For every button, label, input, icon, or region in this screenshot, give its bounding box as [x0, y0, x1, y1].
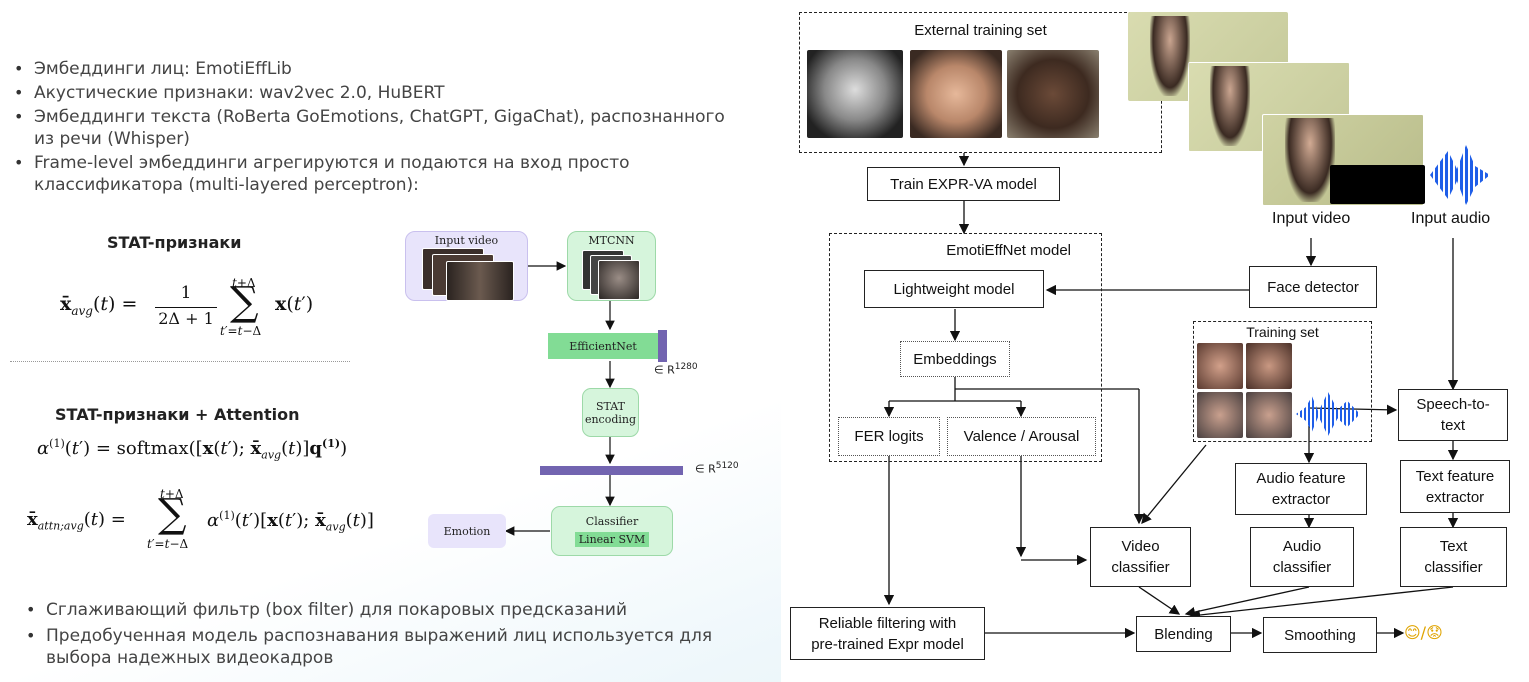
face-crop-thumb	[598, 260, 640, 300]
input-audio-label: Input audio	[1411, 210, 1491, 227]
bullet-box-filter: Сглаживающий фильтр (box filter) для пок…	[16, 599, 736, 621]
video-classifier-box: Video classifier	[1090, 527, 1191, 587]
train-model-box: Train EXPR-VA model	[867, 167, 1060, 201]
formula-stat-avg: x̄avg(t) = 1 2Δ + 1 t+Δ ∑ t′=t−Δ x(t′)	[60, 276, 314, 338]
reliable-filtering-line2: pre-trained Expr model	[811, 635, 964, 653]
dim-1280: ∈ R1280	[654, 362, 698, 377]
audio-feature-line2: extractor	[1271, 491, 1331, 508]
training-set-face	[1246, 343, 1292, 389]
emotion-emoji-output: 😊/😟	[1404, 623, 1443, 642]
divider	[10, 361, 350, 362]
video-frame-thumb	[446, 261, 514, 301]
input-video-label: Input video	[434, 234, 499, 247]
blending-box: Blending	[1136, 616, 1231, 652]
efficientnet-block: EfficientNet	[548, 333, 658, 359]
fer-logits-box: FER logits	[838, 417, 940, 456]
embeddings-box: Embeddings	[900, 341, 1010, 377]
training-set-face	[1246, 392, 1292, 438]
stat-encoding-block: STAT encoding	[582, 388, 639, 437]
smoothing-box: Smoothing	[1263, 617, 1377, 653]
bullet-pretrained: Предобученная модель распознавания выраж…	[16, 625, 726, 669]
emotion-block: Emotion	[428, 514, 506, 548]
emotieffnet-label: EmotiEffNet model	[946, 242, 1071, 259]
training-set-group: Training set	[1193, 321, 1372, 442]
stat-attn-header: STAT-признаки + Attention	[55, 405, 300, 424]
lightweight-model-box: Lightweight model	[864, 270, 1044, 308]
input-video-label: Input video	[1272, 210, 1351, 227]
person-silhouette	[1150, 16, 1190, 96]
dim-5120: ∈ R5120	[695, 461, 739, 476]
training-face-thumb	[807, 50, 903, 138]
emotieffnet-group: EmotiEffNet model	[829, 233, 1102, 462]
speech-to-text-line1: Speech-to-	[1416, 396, 1490, 413]
text-feature-extractor-box: Text feature extractor	[1400, 460, 1510, 513]
bullet-acoustic: Акустические признаки: wav2vec 2.0, HuBE…	[4, 82, 754, 104]
valence-arousal-box: Valence / Arousal	[947, 417, 1096, 456]
dim-1280-base: ∈ R	[654, 363, 675, 377]
audio-classifier-line2: classifier	[1272, 559, 1332, 576]
mini-diagram-arrows	[504, 261, 615, 536]
bullet-frame-level: Frame-level эмбеддинги агрегируются и по…	[4, 152, 654, 196]
audio-classifier-line1: Audio	[1282, 538, 1322, 555]
stat-encoding-line2: encoding	[584, 412, 637, 426]
stat-header: STAT-признаки	[107, 233, 242, 252]
stat-encoding-line1: STAT	[596, 399, 625, 413]
formula-attention-weights: α(1)(t′) = softmax([x(t′); x̄avg(t)]q(1)…	[37, 437, 348, 462]
person-silhouette	[1285, 118, 1335, 202]
text-classifier-box: Text classifier	[1400, 527, 1507, 587]
audio-feature-line1: Audio feature	[1256, 470, 1346, 487]
person-silhouette	[1210, 66, 1250, 146]
dim-1280-sup: 1280	[674, 362, 698, 372]
speech-to-text-line2: text	[1440, 417, 1466, 434]
external-training-set-label: External training set	[914, 22, 1047, 39]
video-classifier-line2: classifier	[1111, 559, 1170, 576]
formula-attn-avg: x̄attn;avg(t) = t+Δ ∑ t′=t−Δ α(1)(t′)[x(…	[27, 487, 374, 551]
linear-svm-label: Linear SVM	[574, 532, 650, 547]
pipeline-arrows	[883, 153, 1459, 639]
dim-5120-sup: 5120	[715, 461, 739, 471]
training-set-label: Training set	[1246, 324, 1319, 340]
mtcnn-label: MTCNN	[588, 234, 635, 247]
classifier-label: Classifier	[585, 515, 639, 528]
bullet-text-embeddings: Эмбеддинги текста (RoBerta GoEmotions, C…	[4, 106, 734, 150]
text-classifier-line1: Text	[1439, 538, 1468, 555]
efficientnet-vector-bar	[658, 330, 667, 362]
classifier-block: Classifier Linear SVM	[551, 506, 673, 556]
reliable-filtering-line1: Reliable filtering with	[818, 614, 957, 632]
bullets-top: Эмбеддинги лиц: EmotiEffLib Акустические…	[4, 58, 754, 196]
bullets-bottom: Сглаживающий фильтр (box filter) для пок…	[16, 599, 736, 669]
reliable-filtering-box: Reliable filtering with pre-trained Expr…	[790, 607, 985, 660]
face-detector-box: Face detector	[1249, 266, 1377, 308]
training-set-face	[1197, 343, 1243, 389]
training-set-face	[1197, 392, 1243, 438]
training-face-thumb	[1007, 50, 1099, 138]
stat-vector-bar	[540, 466, 683, 475]
speech-to-text-box: Speech-to- text	[1398, 389, 1508, 441]
training-face-thumb	[910, 50, 1002, 138]
dim-5120-base: ∈ R	[695, 462, 716, 476]
audio-track-dark	[1330, 165, 1425, 204]
mtcnn-block: MTCNN	[567, 231, 656, 301]
text-feature-line1: Text feature	[1415, 467, 1495, 485]
video-classifier-line1: Video	[1121, 538, 1160, 555]
text-classifier-line2: classifier	[1424, 559, 1483, 576]
audio-classifier-box: Audio classifier	[1250, 527, 1354, 587]
bullet-face-embeddings: Эмбеддинги лиц: EmotiEffLib	[4, 58, 754, 80]
audio-feature-extractor-box: Audio feature extractor	[1235, 463, 1367, 515]
text-feature-line2: extractor	[1425, 488, 1485, 506]
